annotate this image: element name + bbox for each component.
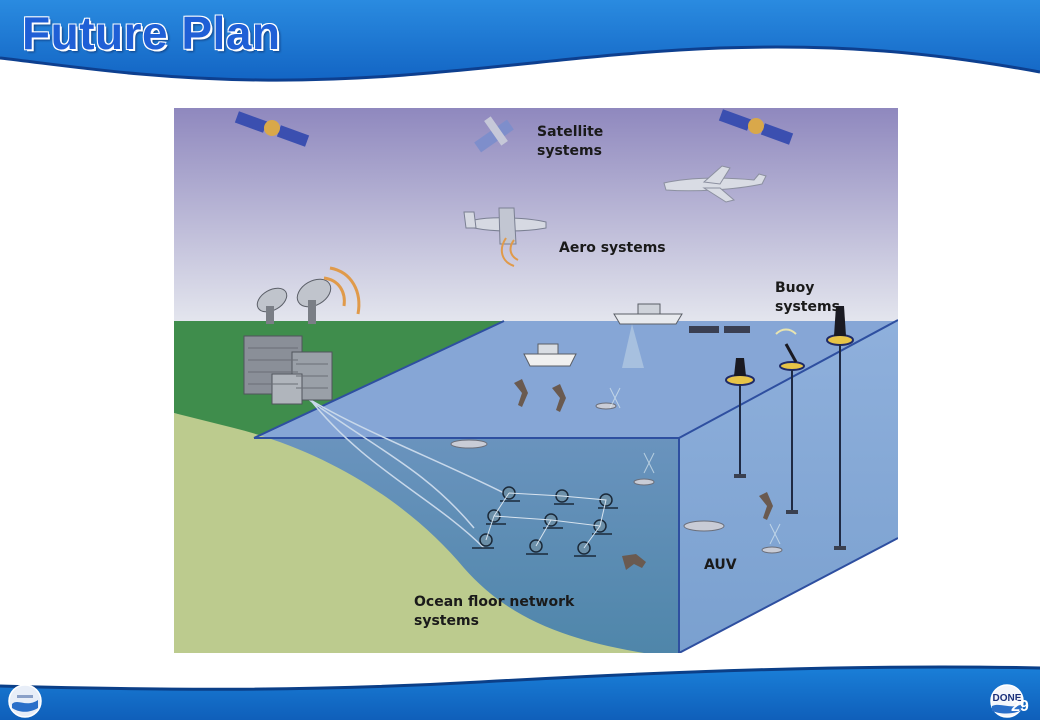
- buoy-3: [826, 306, 854, 550]
- done-logo: DONE: [990, 684, 1024, 718]
- radar-waves-aero: [500, 237, 519, 267]
- satellite-dish-right: [296, 278, 332, 324]
- water-side-face: [679, 320, 898, 653]
- header-wave-band: [0, 0, 1040, 82]
- label-auv: AUV: [704, 557, 737, 573]
- done-logo-text: DONE: [993, 693, 1022, 704]
- label-buoy-systems: Buoy systems: [775, 280, 840, 315]
- slide-title: Future Plan: [22, 7, 281, 59]
- water-box-outline: [253, 319, 898, 653]
- footer-wave-band: [0, 665, 1040, 720]
- satellite-center: [474, 116, 514, 153]
- seabed: [174, 413, 644, 653]
- label-ocean-floor-network-systems: Ocean floor network systems: [414, 594, 575, 629]
- motor-boat: [523, 343, 577, 367]
- propeller-airplane: [463, 207, 547, 245]
- satellite-right: [718, 109, 794, 145]
- buoy-2: [779, 343, 805, 514]
- radio-waves-buoy: [775, 328, 797, 335]
- organization-logo-left: [8, 684, 42, 718]
- research-ship: [613, 303, 683, 368]
- ocean-observation-diagram: Satellite systems Aero systems Buoy syst…: [174, 108, 898, 653]
- satellite-dish-left: [256, 287, 288, 324]
- page-number: 29: [1011, 698, 1029, 715]
- ocean-floor-cables: [298, 392, 505, 549]
- diver-group: [514, 379, 773, 570]
- satellite-left: [234, 111, 310, 147]
- sky: [174, 108, 898, 323]
- jet-airplane: [663, 165, 767, 203]
- label-aero-systems: Aero systems: [559, 240, 666, 256]
- ocean-floor-network: [472, 486, 618, 557]
- diagram-illustration: [174, 108, 898, 653]
- label-satellite-systems: Satellite systems: [537, 124, 604, 159]
- ground-station: [243, 335, 333, 405]
- radio-waves-station: [323, 266, 361, 315]
- auv-vehicles: [450, 402, 783, 554]
- buoy-1: [725, 358, 755, 478]
- surface-sensor-array: [689, 326, 750, 333]
- sonar-gliders: [609, 387, 781, 545]
